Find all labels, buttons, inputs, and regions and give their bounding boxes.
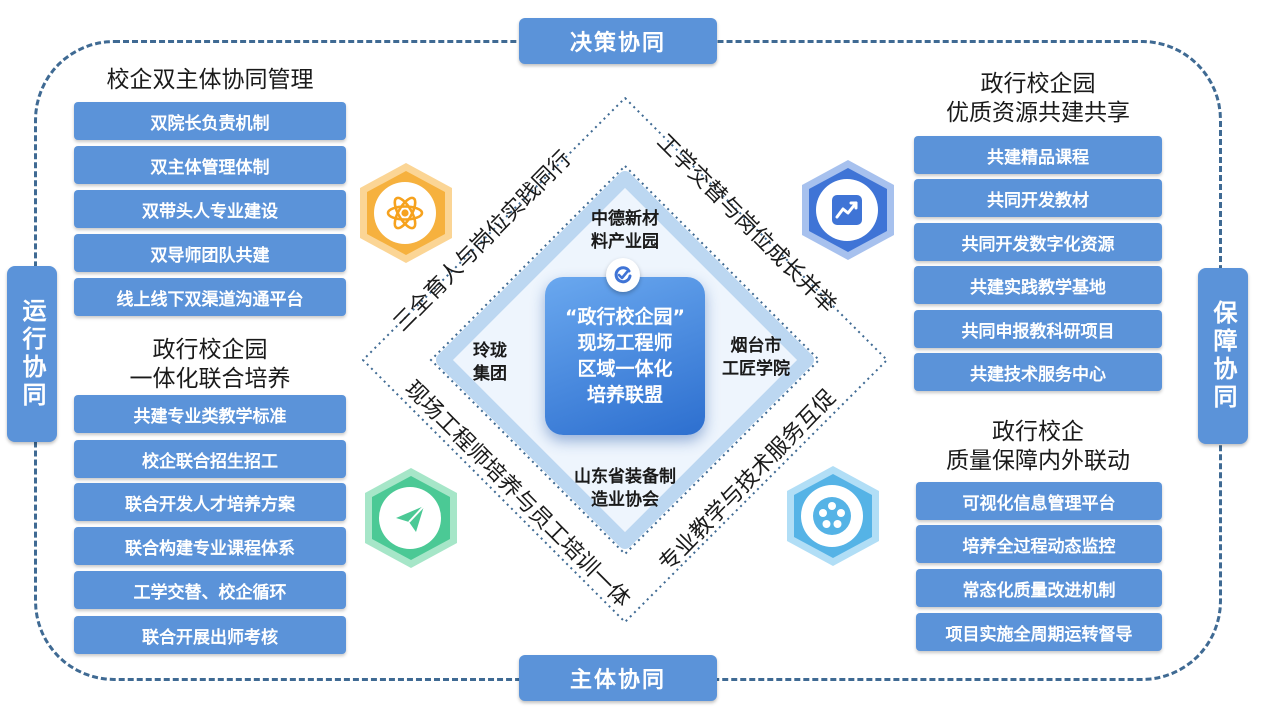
tag-subject-collaboration: 主体协同 <box>519 655 717 701</box>
group-item: 双院长负责机制 <box>74 102 346 140</box>
group-title-top-right: 政行校企园 优质资源共建共享 <box>946 71 1130 126</box>
tag-decision-collaboration: 决策协同 <box>519 18 717 64</box>
group-title-bottom-right: 政行校企 质量保障内外联动 <box>946 419 1130 474</box>
group-item: 共同申报教科研项目 <box>914 310 1162 348</box>
group-title-bottom-left: 政行校企园 一体化联合培养 <box>129 337 291 392</box>
hex-bottom-left <box>365 468 457 568</box>
hex-bottom-right <box>787 466 879 566</box>
group-item: 共建实践教学基地 <box>914 266 1162 304</box>
group-item: 常态化质量改进机制 <box>916 569 1162 607</box>
tag-guarantee-collaboration: 保障协同 <box>1198 268 1248 444</box>
node-top: 中德新材 料产业园 <box>591 209 659 252</box>
node-left: 玲珑 集团 <box>473 341 507 384</box>
group-item: 共建技术服务中心 <box>914 353 1162 391</box>
group-item: 双导师团队共建 <box>74 234 346 272</box>
node-bottom: 山东省装备制 造业协会 <box>574 467 676 510</box>
group-item: 联合构建专业课程体系 <box>74 527 346 565</box>
group-item: 联合开发人才培养方案 <box>74 483 346 521</box>
group-item: 共建专业类教学标准 <box>74 395 346 433</box>
paper-plane-icon <box>379 487 441 549</box>
group-item: 培养全过程动态监控 <box>916 525 1162 563</box>
group-item: 校企联合招生招工 <box>74 440 346 478</box>
group-title-top-left: 校企双主体协同管理 <box>106 67 314 93</box>
center-alliance-box: “政行校企园” 现场工程师 区域一体化 培养联盟 <box>545 277 705 435</box>
refresh-check-icon <box>606 258 640 292</box>
group-item: 项目实施全周期运转督导 <box>916 613 1162 651</box>
hex-top-left <box>360 163 452 263</box>
chart-icon <box>816 179 878 241</box>
atom-icon <box>374 182 436 244</box>
group-item: 联合开展出师考核 <box>74 616 346 654</box>
group-item: 双带头人专业建设 <box>74 190 346 228</box>
outer-diamond-dotted <box>362 97 888 623</box>
group-item: 共同开发数字化资源 <box>914 223 1162 261</box>
group-item: 共同开发教材 <box>914 179 1162 217</box>
group-item: 可视化信息管理平台 <box>916 482 1162 520</box>
group-item: 工学交替、校企循环 <box>74 571 346 609</box>
group-item: 线上线下双渠道沟通平台 <box>74 278 346 316</box>
dots-circle-icon <box>801 485 863 547</box>
tag-operation-collaboration: 运行协同 <box>7 266 57 442</box>
node-right: 烟台市 工匠学院 <box>722 336 790 379</box>
group-item: 双主体管理体制 <box>74 146 346 184</box>
group-item: 共建精品课程 <box>914 136 1162 174</box>
